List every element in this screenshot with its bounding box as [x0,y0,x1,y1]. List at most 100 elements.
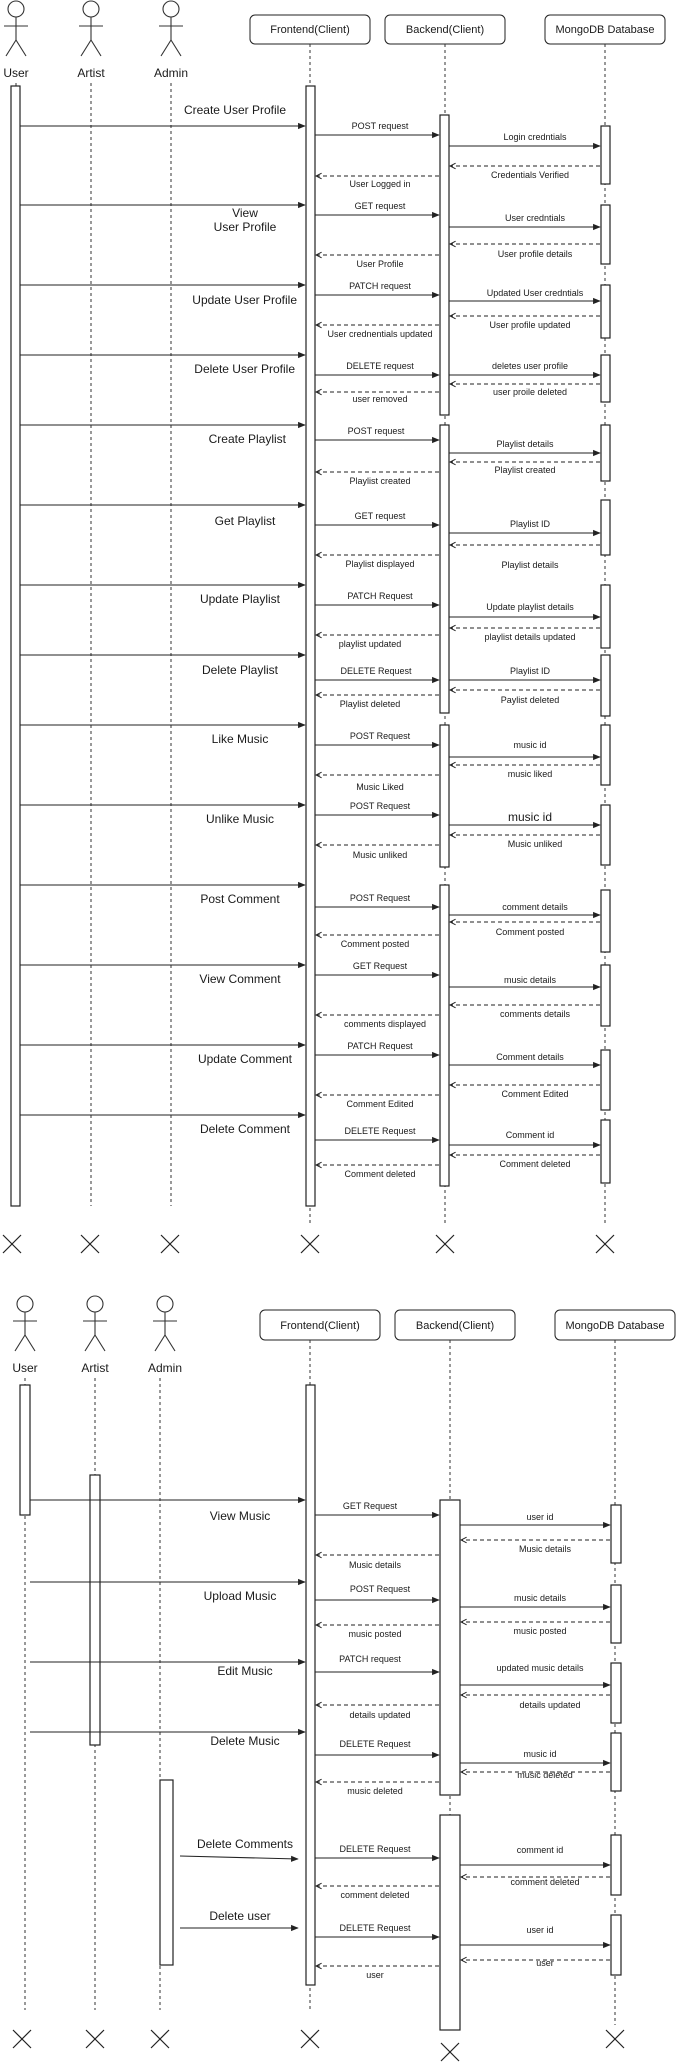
d2-db-response-label: music posted [513,1626,566,1636]
d2-response-label: details updated [349,1710,410,1720]
destroy-x-icon [440,2042,460,2062]
d2-db-request-label: music id [523,1749,556,1759]
diagram1-messages: Create User Profile POST request Login c… [20,103,601,1179]
backend-participant: Backend(Client) [394,1309,516,1341]
d1-db-response-label: Music unliked [508,839,563,849]
d2-action-label: Delete Music [210,1734,279,1748]
user-actor: User [12,1295,38,1375]
user-actor: User [3,0,29,80]
database-participant-label: MongoDB Database [555,24,654,36]
destroy-x-icons-2 [12,2029,625,2062]
d1-db-request-label: music id [508,810,552,824]
d1-db-request-label: music id [513,740,546,750]
d1-action-label: View [232,206,258,220]
d1-db-response-label: Comment deleted [499,1159,570,1169]
d2-db-request-label: user id [526,1925,553,1935]
d1-request-label: GET request [355,511,406,521]
destroy-x-icon [595,1234,615,1254]
d1-response-label: User crednentials updated [327,329,432,339]
admin-stick-figure [153,1295,177,1352]
d1-action-label: Update Playlist [200,592,281,606]
backend-participant-label: Backend(Client) [406,24,484,36]
d1-db-request-label: Login credntials [503,132,567,142]
d2-response-label: Music details [349,1560,402,1570]
d1-db-response-label: Comment Edited [501,1089,568,1099]
backend-activations-2 [439,1499,461,2031]
destroy-x-icon [300,2029,320,2049]
user-stick-figure [13,1295,37,1352]
d1-db-request-label: Playlist details [496,439,554,449]
d2-db-response-label: music deleted [517,1770,573,1780]
d1-action-label: Create Playlist [209,432,287,446]
d2-request-label: POST Request [350,1584,411,1594]
d2-db-response-label: Music details [519,1544,572,1554]
frontend-participant: Frontend(Client) [259,1309,381,1341]
d1-request-label: DELETE Request [340,666,412,676]
destroy-x-icons-1 [2,1234,615,1254]
d1-db-request-label: Comment details [496,1052,564,1062]
d1-action-label: Post Comment [200,892,280,906]
d1-request-label: PATCH Request [347,1041,413,1051]
d1-db-response-label: User profile updated [489,320,570,330]
d1-action-label: Delete Playlist [202,663,279,677]
destroy-x-icon [300,1234,320,1254]
d1-response-label: Comment posted [341,939,410,949]
d1-action-label: Get Playlist [215,514,276,528]
d1-request-label: PATCH Request [347,591,413,601]
d1-response-label: Playlist deleted [340,699,401,709]
d2-request-label: DELETE Request [339,1923,411,1933]
user-actor-label: User [3,66,28,80]
artist-actor-label: Artist [81,1361,109,1375]
frontend-participant-label: Frontend(Client) [270,24,349,36]
database-activations-2 [610,1504,622,1976]
d2-action-label: Delete user [209,1909,270,1923]
diagram-1: User Artist Admin Fro [2,0,666,1254]
d1-response-label: Music Liked [356,782,404,792]
d2-response-label: comment deleted [340,1890,409,1900]
destroy-x-icon [160,1234,180,1254]
backend-participant-label: Backend(Client) [416,1320,494,1332]
d2-action-label: Delete Comments [197,1837,293,1851]
frontend-participant-label: Frontend(Client) [280,1320,359,1332]
d1-db-request-label: Playlist ID [510,666,551,676]
d2-db-request-label: updated music details [496,1663,584,1673]
database-activations-1 [600,125,611,1184]
d1-response-label: User Profile [356,259,403,269]
database-participant: MongoDB Database [554,1309,676,1341]
d2-db-request-label: music details [514,1593,567,1603]
admin-actor-label: Admin [148,1361,182,1375]
d1-db-request-label: User credntials [505,213,566,223]
d1-response-label: Music unliked [353,850,408,860]
artist-activation [89,1474,101,1746]
destroy-x-icon [150,2029,170,2049]
d1-action-label: Update User Profile [192,293,297,307]
destroy-x-icon [605,2029,625,2049]
d1-response-label: Comment deleted [344,1169,415,1179]
destroy-x-icon [85,2029,105,2049]
d1-action-label: Like Music [212,732,269,746]
d1-request-label: DELETE request [346,361,414,371]
destroy-x-icon [435,1234,455,1254]
d1-db-request-label: comment details [502,902,568,912]
d1-db-response-label: comments details [500,1009,571,1019]
d1-db-request-label: music details [504,975,557,985]
d2-request-label: DELETE Request [339,1739,411,1749]
admin-activation [159,1779,174,1966]
user-stick-figure [4,0,28,57]
d1-action-label: Unlike Music [206,812,274,826]
d1-response-label: Playlist created [349,476,410,486]
d1-db-request-label: Playlist ID [510,519,551,529]
destroy-x-icon [2,1234,22,1254]
backend-participant: Backend(Client) [384,14,506,45]
backend-activations-1 [439,114,450,1187]
d1-response-label: User Logged in [349,179,410,189]
d1-db-request-label: Update playlist details [486,602,574,612]
artist-stick-figure [79,0,103,57]
d1-request-label: GET Request [353,961,408,971]
d1-action-label: View Comment [199,972,281,986]
frontend-activation [305,1384,316,1986]
d1-db-request-label: Comment id [506,1130,555,1140]
d1-request-label: DELETE Request [344,1126,416,1136]
d2-response-label: music deleted [347,1786,403,1796]
d2-action-label: Edit Music [217,1664,272,1678]
